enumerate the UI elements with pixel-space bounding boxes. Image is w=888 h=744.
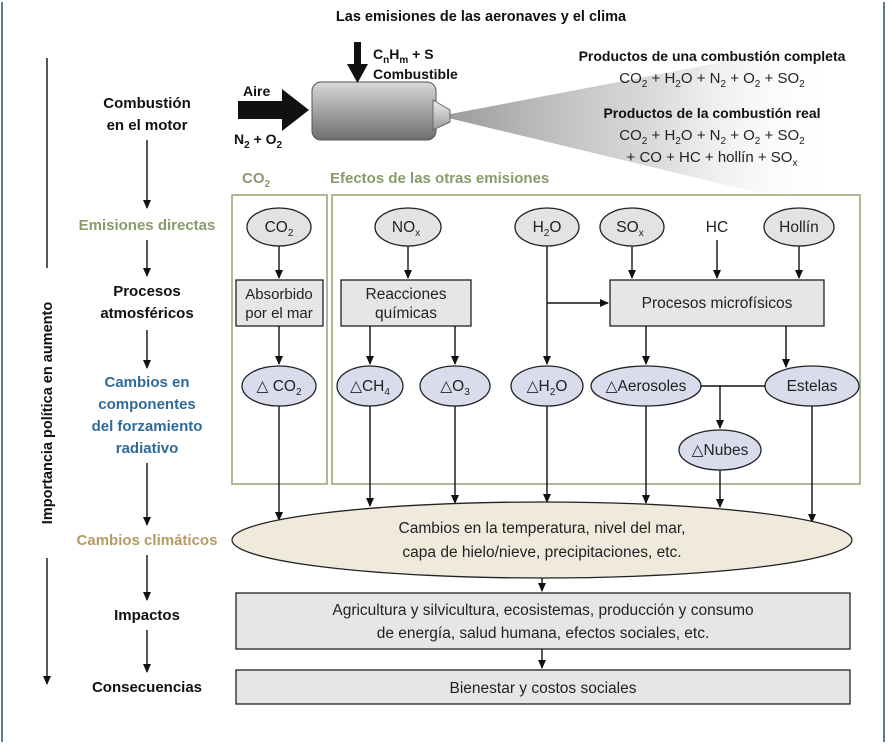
stage-changes-2: componentes — [98, 396, 196, 413]
process-absorbed-label-2: por el mar — [245, 305, 313, 322]
impacts-text-1: Agricultura y silvicultura, ecosistemas,… — [332, 602, 753, 619]
engine-nozzle — [432, 99, 451, 131]
exhaust-plume — [440, 40, 838, 212]
fuel-formula: CnHm + S — [373, 46, 434, 66]
impacts-text-2: de energía, salud humana, efectos social… — [377, 625, 710, 642]
process-chemical-label-2: químicas — [375, 305, 437, 322]
climate-change-text-2: capa de hielo/nieve, precipitaciones, et… — [402, 544, 681, 561]
real-combustion-formula-2: + CO + HC + hollín + SOx — [627, 149, 798, 169]
change-clouds-label: △Nubes — [692, 442, 749, 459]
change-co2-label: △ CO2 — [256, 378, 301, 398]
change-ch4-label: △CH4 — [350, 378, 390, 398]
change-aerosols-label: △Aerosoles — [606, 378, 687, 395]
real-combustion-title: Productos de la combustión real — [603, 105, 820, 121]
engine-icon — [311, 81, 437, 141]
process-microphysical-label: Procesos microfísicos — [642, 295, 793, 312]
climate-change-text-1: Cambios en la temperatura, nivel del mar… — [399, 520, 686, 537]
fuel-arrow — [347, 42, 368, 83]
emission-sox-label: SOx — [616, 219, 643, 239]
emission-h2o-label: H2O — [533, 219, 562, 239]
complete-combustion-title: Productos de una combustión completa — [579, 48, 846, 64]
stage-changes-3: del forzamiento — [92, 418, 203, 435]
stage-emissions: Emisiones directas — [79, 217, 216, 234]
stage-impacts: Impactos — [114, 607, 180, 624]
air-formula: N2 + O2 — [234, 131, 283, 151]
other-emissions-group-box — [331, 194, 861, 485]
consequences-box — [235, 669, 851, 705]
fuel-label: Combustible — [373, 66, 458, 82]
stage-combustion-2: en el motor — [107, 117, 188, 134]
stage-changes-4: radiativo — [116, 440, 179, 457]
process-absorbed-box — [235, 279, 324, 327]
emission-co2-label: CO2 — [265, 219, 294, 239]
process-chemical-label-1: Reacciones — [366, 286, 447, 303]
change-o3-label: △O3 — [440, 378, 470, 398]
process-absorbed-label-1: Absorbido — [245, 286, 313, 303]
emission-nox-label: NOx — [392, 219, 420, 239]
emission-h2o — [514, 207, 580, 247]
diagram-title: Las emisiones de las aeronaves y el clim… — [336, 9, 627, 25]
importance-axis-label: Importancia política en aumento — [40, 302, 56, 525]
air-arrow — [238, 89, 309, 131]
emission-hc-label: HC — [706, 219, 728, 236]
stage-combustion-1: Combustión — [103, 95, 191, 112]
stage-consequences: Consecuencias — [92, 679, 202, 696]
stage-changes-1: Cambios en — [104, 374, 189, 391]
impacts-box — [235, 592, 851, 650]
climate-change-ellipse — [231, 501, 853, 579]
stage-climate: Cambios climáticos — [77, 532, 218, 549]
process-microphysical-box — [609, 279, 825, 327]
change-h2o-label: △H2O — [527, 378, 568, 398]
stage-processes-2: atmosféricos — [100, 305, 193, 322]
other-emissions-group-label: Efectos de las otras emisiones — [330, 170, 549, 187]
co2-group-label: CO2 — [242, 170, 271, 190]
change-contrails-label: Estelas — [787, 378, 838, 395]
emission-hollin-label: Hollín — [779, 219, 819, 236]
air-label: Aire — [243, 83, 270, 99]
stage-processes-1: Procesos — [113, 283, 181, 300]
process-chemical-box — [340, 279, 472, 327]
consequences-text: Bienestar y costos sociales — [450, 680, 637, 697]
